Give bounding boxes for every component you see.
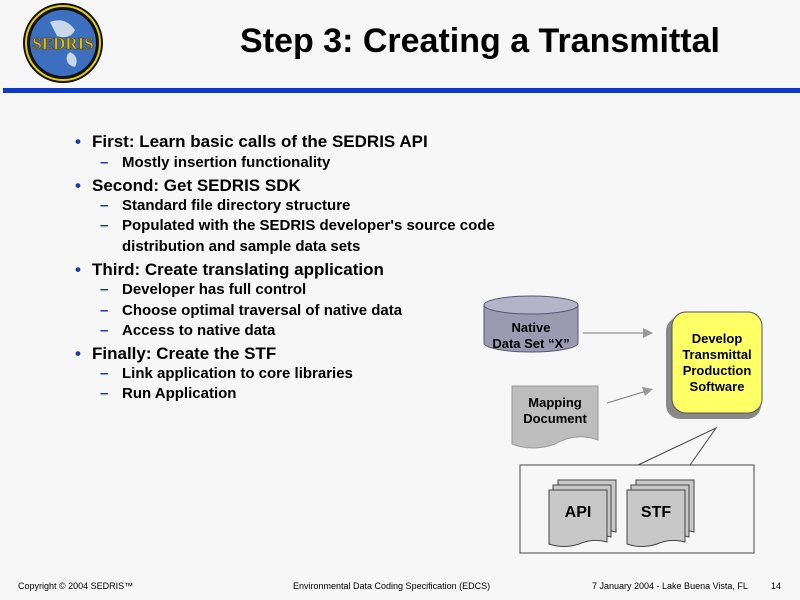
callout-pointer bbox=[637, 426, 718, 466]
stf-label: STF bbox=[640, 504, 672, 521]
bullet-item: –Access to native data bbox=[100, 322, 275, 339]
bullet-item: • Second: Get SEDRIS SDK bbox=[75, 176, 301, 196]
title-divider bbox=[3, 88, 800, 93]
footer-title: Environmental Data Coding Specification … bbox=[293, 581, 491, 591]
sedris-logo: SEDRIS bbox=[20, 2, 106, 84]
bullet-marker: • bbox=[75, 132, 81, 151]
arrow-mapping bbox=[606, 389, 651, 404]
bullet-marker: – bbox=[100, 322, 109, 339]
api-doc-stack bbox=[548, 479, 617, 547]
api-label: API bbox=[564, 504, 592, 521]
footer-date: 7 January 2004 - Lake Buena Vista, FL bbox=[592, 581, 748, 591]
bullet-item: –Run Application bbox=[100, 385, 236, 402]
bullet-item: • Third: Create translating application bbox=[75, 260, 384, 280]
page-number: 14 bbox=[771, 581, 782, 591]
bullet-marker: – bbox=[100, 385, 109, 402]
bullet-marker: – bbox=[100, 154, 109, 171]
bullet-text: Third: Create translating application bbox=[92, 260, 384, 279]
bullet-text: Run Application bbox=[122, 385, 237, 402]
callout-box bbox=[519, 464, 755, 554]
bullet-marker: • bbox=[75, 260, 81, 279]
native-data-cylinder bbox=[483, 295, 579, 353]
mapping-document-shape bbox=[511, 385, 599, 449]
bullet-item: • Finally: Create the STF bbox=[75, 344, 276, 364]
bullet-item: • First: Learn basic calls of the SEDRIS … bbox=[75, 132, 428, 152]
bullet-item: –Standard file directory structure bbox=[100, 197, 350, 214]
bullet-text: Finally: Create the STF bbox=[92, 344, 277, 363]
bullet-item: –Populated with the SEDRIS developer's s… bbox=[100, 217, 495, 234]
bullet-text: Access to native data bbox=[122, 322, 276, 339]
bullet-marker: – bbox=[100, 302, 109, 319]
bullet-text: Populated with the SEDRIS developer's so… bbox=[122, 217, 495, 234]
bullet-text: Second: Get SEDRIS SDK bbox=[92, 176, 301, 195]
svg-text:SEDRIS: SEDRIS bbox=[32, 34, 93, 53]
bullet-marker: – bbox=[100, 365, 109, 382]
slide-title: Step 3: Creating a Transmittal bbox=[240, 22, 720, 60]
bullet-text: Mostly insertion functionality bbox=[122, 154, 331, 171]
bullet-text: Standard file directory structure bbox=[122, 197, 351, 214]
bullet-marker: – bbox=[100, 281, 109, 298]
bullet-marker: – bbox=[100, 197, 109, 214]
bullet-text: distribution and sample data sets bbox=[122, 238, 361, 255]
bullet-text: Choose optimal traversal of native data bbox=[122, 302, 403, 319]
bullet-item: –Mostly insertion functionality bbox=[100, 154, 330, 171]
bullet-text: First: Learn basic calls of the SEDRIS A… bbox=[92, 132, 428, 151]
bullet-item: distribution and sample data sets bbox=[122, 238, 360, 255]
bullet-marker: • bbox=[75, 176, 81, 195]
bullet-item: –Developer has full control bbox=[100, 281, 306, 298]
bullet-marker: – bbox=[100, 217, 109, 234]
bullet-text: Link application to core libraries bbox=[122, 365, 353, 382]
bullet-item: –Choose optimal traversal of native data bbox=[100, 302, 402, 319]
footer-copyright: Copyright © 2004 SEDRIS™ bbox=[18, 581, 134, 591]
develop-box bbox=[671, 311, 763, 414]
bullet-text: Developer has full control bbox=[122, 281, 307, 298]
bullet-marker: • bbox=[75, 344, 81, 363]
stf-doc-stack bbox=[626, 479, 695, 547]
bullet-item: –Link application to core libraries bbox=[100, 365, 353, 382]
